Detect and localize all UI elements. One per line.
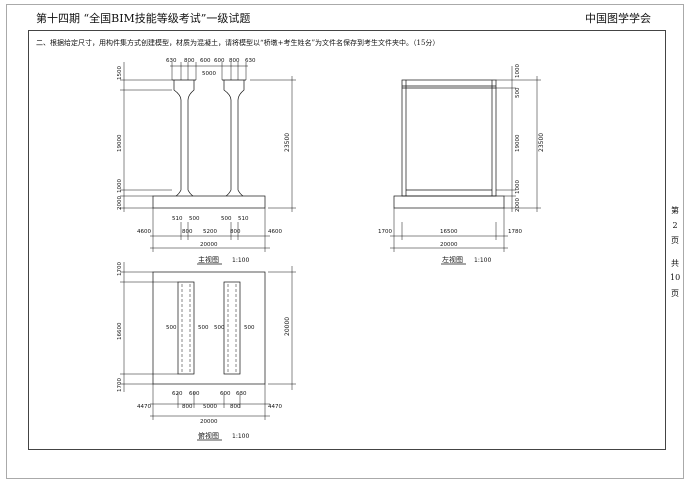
dim-text: 500 xyxy=(198,325,209,331)
dim-text: 16600 xyxy=(117,322,123,340)
column-plan xyxy=(177,281,195,375)
dim-text: 5000 xyxy=(202,71,216,77)
dim-text: 620 xyxy=(172,391,183,397)
dim-text: 19000 xyxy=(117,134,123,152)
view-caption: 主视图 xyxy=(198,255,219,264)
page-char: 共 xyxy=(671,259,679,268)
dim-text: 600 xyxy=(220,391,231,397)
dim-text: 800 xyxy=(182,229,193,235)
dim-text: 500 xyxy=(515,87,521,98)
dim-text: 20000 xyxy=(200,419,218,425)
dim-text: 23500 xyxy=(538,133,545,152)
dim-text: 20000 xyxy=(200,242,218,248)
dim-text: 1700 xyxy=(117,378,123,392)
dim-text: 1700 xyxy=(378,229,392,235)
dim-text: 500 xyxy=(189,216,200,222)
dim-text: 500 xyxy=(166,325,177,331)
column-outline xyxy=(173,80,182,197)
dim-text: 4470 xyxy=(268,404,282,410)
dim-text: 600 xyxy=(189,391,200,397)
footing-outline xyxy=(152,195,266,209)
dim-text: 16500 xyxy=(440,229,458,235)
organization-name: 中国图学学会 xyxy=(585,12,651,25)
dim-text: 800 xyxy=(229,58,240,64)
dim-text: 800 xyxy=(184,58,195,64)
column-plan xyxy=(223,281,241,375)
page-char: 10 xyxy=(670,273,681,282)
dim-text: 500 xyxy=(244,325,255,331)
view-scale: 1:100 xyxy=(232,433,249,440)
view-scale: 1:100 xyxy=(232,257,249,264)
dim-text: 4600 xyxy=(137,229,151,235)
drawing-frame xyxy=(28,30,666,450)
dim-text: 800 xyxy=(230,404,241,410)
dim-text: 1000 xyxy=(117,179,123,193)
dim-text: 5200 xyxy=(203,229,217,235)
pier-side-outline xyxy=(401,79,497,197)
dim-text: 1000 xyxy=(515,180,521,194)
dim-text: 510 xyxy=(238,216,249,222)
dim-text: 4470 xyxy=(137,404,151,410)
page-char: 第 xyxy=(671,206,679,215)
dim-text: 1780 xyxy=(508,229,522,235)
column-outline xyxy=(187,80,195,197)
sheet-outer-border xyxy=(6,4,684,479)
dim-text: 5000 xyxy=(203,404,217,410)
left-view: 1000 500 19000 1000 2000 23500 1700 1650… xyxy=(378,64,545,265)
column-outline xyxy=(237,80,245,197)
dim-text: 20000 xyxy=(440,242,458,248)
dim-text: 2000 xyxy=(515,198,521,212)
front-view: 630 800 600 600 800 630 5000 1500 19000 … xyxy=(117,58,296,265)
view-caption: 左视图 xyxy=(442,255,463,264)
dim-text: 1500 xyxy=(117,66,123,80)
dim-text: 4600 xyxy=(268,229,282,235)
dim-text: 1700 xyxy=(117,262,123,276)
page-char: 页 xyxy=(671,236,679,245)
dim-text: 510 xyxy=(172,216,183,222)
dim-text: 20000 xyxy=(284,317,291,336)
page-char: 页 xyxy=(671,289,679,298)
dim-text: 630 xyxy=(236,391,247,397)
dim-text: 500 xyxy=(214,325,225,331)
footing-plan-outline xyxy=(152,271,266,385)
dim-text: 800 xyxy=(230,229,241,235)
dim-text: 1000 xyxy=(515,64,521,78)
exam-title: 第十四期 “全国BIM技能等级考试”一级试题 xyxy=(36,12,251,25)
plan-view: 500 500 500 500 1700 16600 1700 20000 62… xyxy=(117,262,296,441)
dim-text: 800 xyxy=(182,404,193,410)
dim-text: 500 xyxy=(221,216,232,222)
dim-text: 19000 xyxy=(515,134,521,152)
question-instruction: 二、根据给定尺寸，用构件集方式创建模型，材质为混凝土，请将模型以“桥墩+考生姓名… xyxy=(36,39,440,47)
dim-text: 630 xyxy=(245,58,256,64)
dim-text: 2000 xyxy=(117,196,123,210)
column-outline xyxy=(223,80,232,197)
dim-text: 23500 xyxy=(284,133,291,152)
view-caption: 俯视图 xyxy=(198,431,219,440)
footing-outline xyxy=(393,195,505,209)
dim-text: 600 xyxy=(200,58,211,64)
dim-text: 600 xyxy=(214,58,225,64)
dim-text: 630 xyxy=(166,58,177,64)
view-scale: 1:100 xyxy=(474,257,491,264)
page-char: 2 xyxy=(672,221,678,230)
